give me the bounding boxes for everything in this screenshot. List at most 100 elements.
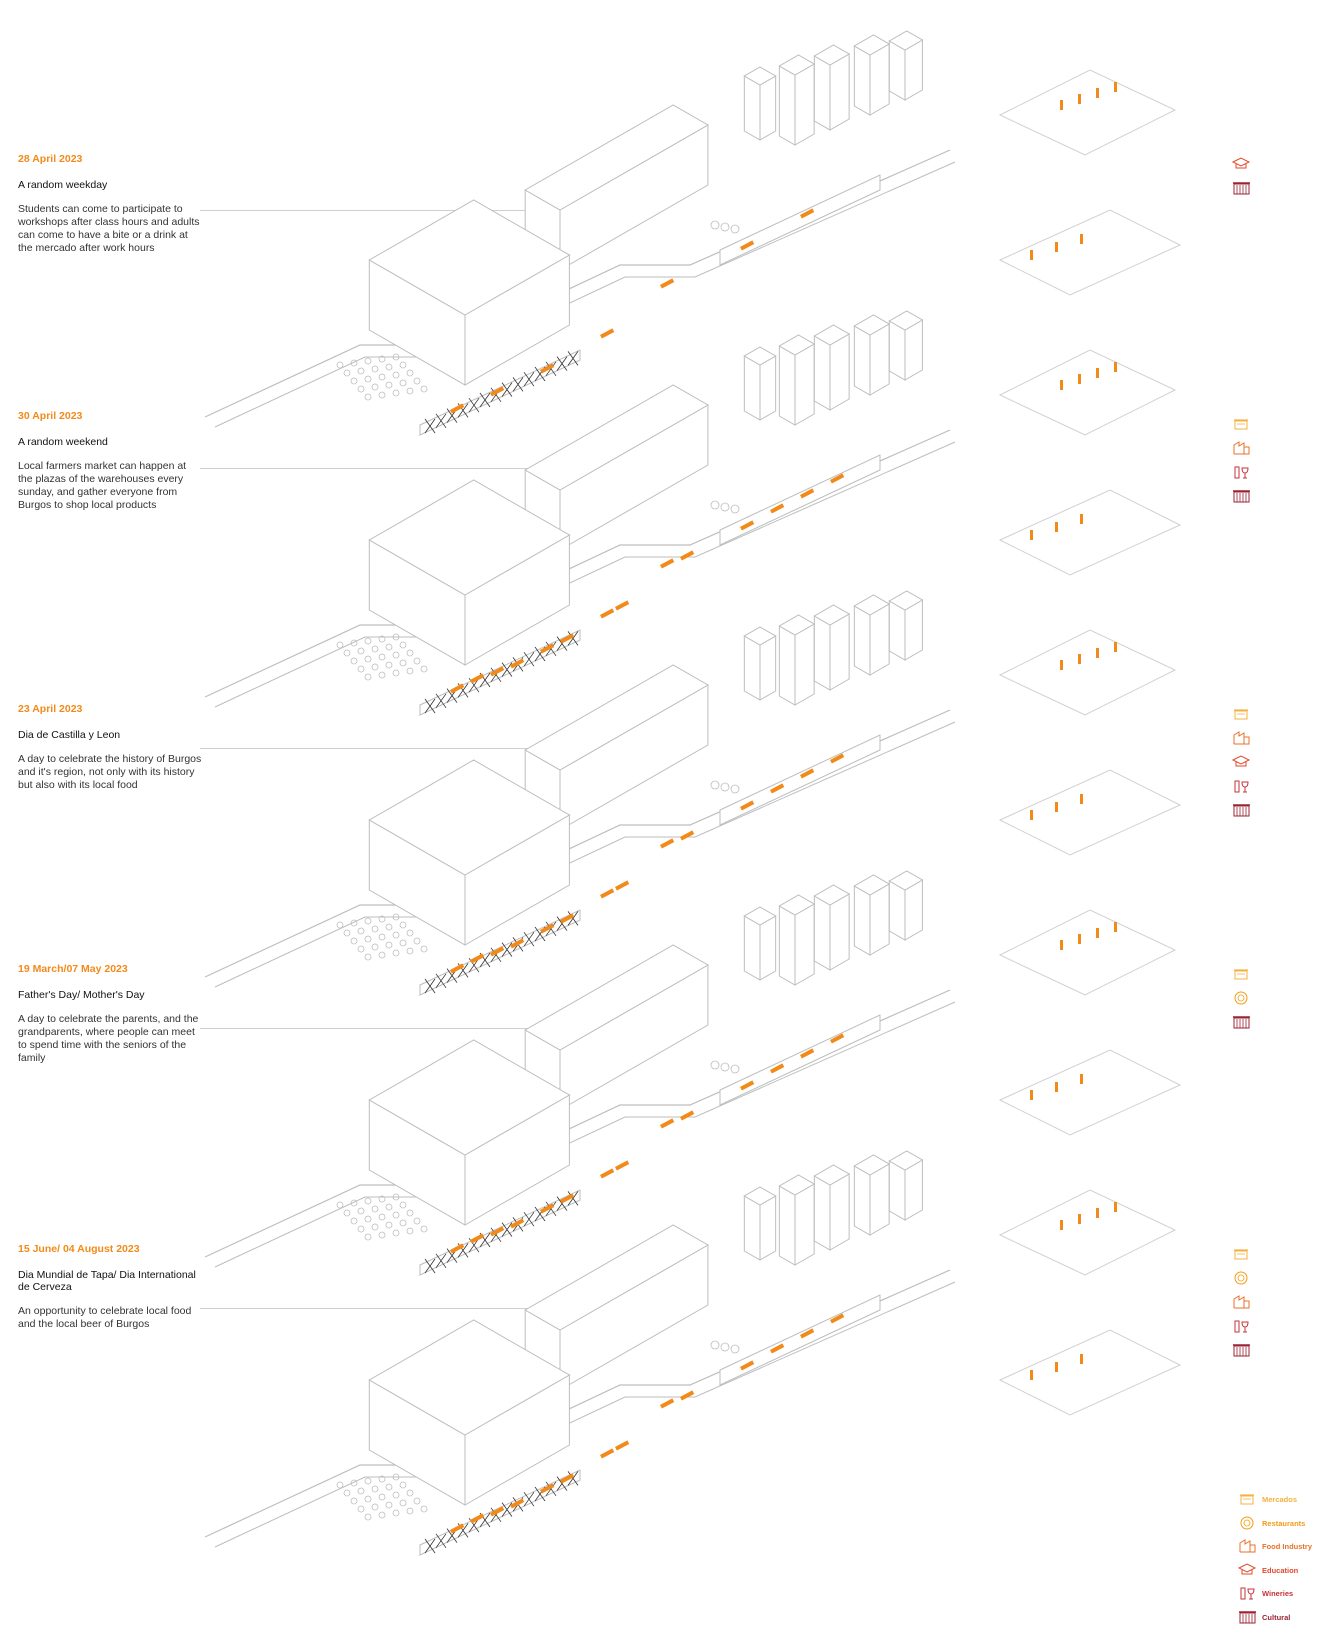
- cultural-icon: [1233, 804, 1250, 817]
- legend-label: Education: [1262, 1565, 1299, 1575]
- scenario-4-text: 19 March/07 May 2023 Father's Day/ Mothe…: [18, 963, 203, 1065]
- wineries-icon: [1234, 1320, 1249, 1333]
- large-block: [368, 1039, 571, 1226]
- scenario-3-text: 23 April 2023 Dia de Castilla y Leon A d…: [18, 703, 203, 792]
- scenario-date: 15 June/ 04 August 2023: [18, 1243, 140, 1255]
- tower-blocks: [743, 30, 924, 146]
- legend: Mercados Restaurants Food Industry Educa…: [1238, 1492, 1333, 1633]
- legend-label: Wineries: [1262, 1589, 1294, 1598]
- market-hall: [719, 454, 881, 546]
- leader-line: [200, 210, 590, 211]
- scenario-1-icon-column: [1231, 157, 1251, 195]
- scenario-5-icon-column: [1233, 1249, 1250, 1357]
- restaurants-icon: [1234, 1271, 1248, 1285]
- legend-item-restaurants: Restaurants: [1238, 1516, 1333, 1540]
- legend-label: Mercados: [1262, 1495, 1298, 1504]
- scenario-description: A day to celebrate the parents, and the …: [18, 1013, 199, 1064]
- scenario-1-text: 28 April 2023 A random weekday Students …: [18, 153, 203, 255]
- tower-blocks: [743, 870, 924, 986]
- wineries-icon: [1234, 466, 1249, 479]
- scenario-description: An opportunity to celebrate local food a…: [18, 1305, 192, 1330]
- leader-line: [200, 1308, 590, 1309]
- mercados-icon: [1234, 709, 1248, 720]
- legend-item-education: Education: [1238, 1562, 1333, 1587]
- mercados-icon: [1240, 1494, 1254, 1505]
- leader-line: [200, 1028, 590, 1029]
- large-block: [368, 759, 571, 946]
- plaza-grid: [336, 353, 428, 401]
- detail-vignette: [998, 909, 1182, 1136]
- cultural-icon: [1239, 1610, 1256, 1623]
- legend-label: Food Industry: [1262, 1542, 1312, 1551]
- scenario-2-axonometric: [204, 310, 1182, 716]
- food-industry-icon: [1239, 1539, 1256, 1553]
- scenario-description: A day to celebrate the history of Burgos…: [18, 753, 202, 791]
- activity-marks: [450, 753, 845, 974]
- plaza-grid: [336, 1193, 428, 1241]
- food-industry-icon: [1233, 731, 1250, 745]
- detail-vignette: [998, 349, 1182, 576]
- scenario-date: 19 March/07 May 2023: [18, 963, 128, 975]
- wineries-icon: [1234, 780, 1249, 793]
- plaza-grid: [336, 633, 428, 681]
- detail-vignette: [998, 629, 1182, 856]
- education-icon: [1231, 755, 1251, 767]
- cultural-icon: [1233, 182, 1250, 195]
- legend-item-mercados: Mercados: [1238, 1492, 1333, 1516]
- scenario-date: 23 April 2023: [18, 703, 83, 715]
- detail-vignette: [998, 1189, 1182, 1416]
- scenario-3-axonometric: [204, 590, 1182, 996]
- market-hall: [719, 1014, 881, 1106]
- large-block: [368, 199, 571, 386]
- activity-marks: [449, 473, 845, 694]
- tower-blocks: [743, 310, 924, 426]
- cultural-icon: [1233, 1016, 1250, 1029]
- plaza-grid: [336, 1473, 428, 1521]
- food-industry-icon: [1233, 441, 1250, 455]
- scenario-3-icon-column: [1231, 709, 1251, 817]
- scenario-2-text: 30 April 2023 A random weekend Local far…: [18, 410, 203, 512]
- scenario-description: Students can come to participate to work…: [18, 203, 200, 254]
- scenario-5-text: 15 June/ 04 August 2023 Dia Mundial de T…: [18, 1243, 203, 1331]
- scenario-title: A random weekend: [18, 436, 108, 448]
- scenario-date: 30 April 2023: [18, 410, 83, 422]
- mercados-icon: [1234, 969, 1248, 980]
- activity-marks: [450, 208, 815, 414]
- scenario-title: Dia Mundial de Tapa/ Dia International d…: [18, 1269, 196, 1293]
- market-hall: [719, 1294, 881, 1386]
- scenario-2-icon-column: [1233, 419, 1250, 503]
- cultural-icon: [1233, 490, 1250, 503]
- scenario-5-axonometric: [204, 1150, 1182, 1556]
- food-industry-icon: [1233, 1295, 1250, 1309]
- restaurants-icon: [1240, 1516, 1254, 1529]
- slab-building: [524, 944, 709, 1111]
- wineries-icon: [1240, 1587, 1255, 1600]
- scenario-title: Father's Day/ Mother's Day: [18, 989, 145, 1001]
- scenario-1-axonometric: [204, 30, 1182, 436]
- leader-line: [200, 748, 590, 749]
- education-icon: [1231, 157, 1251, 169]
- scenario-4-axonometric: [204, 870, 1182, 1276]
- mercados-icon: [1234, 1249, 1248, 1260]
- warehouse-strip: [419, 629, 581, 716]
- plaza-grid: [336, 913, 428, 961]
- large-block: [368, 479, 571, 666]
- scenario-description: Local farmers market can happen at the p…: [18, 460, 187, 511]
- detail-vignette: [998, 69, 1182, 296]
- scenario-date: 28 April 2023: [18, 153, 83, 165]
- slab-building: [524, 384, 709, 551]
- legend-item-food-industry: Food Industry: [1238, 1539, 1333, 1563]
- restaurants-icon: [1234, 991, 1248, 1005]
- legend-label: Cultural: [1262, 1612, 1291, 1622]
- scenario-4-icon-column: [1233, 969, 1250, 1029]
- scenario-title: A random weekday: [18, 179, 108, 191]
- tower-blocks: [743, 1150, 924, 1266]
- mercados-icon: [1234, 419, 1248, 430]
- market-hall: [719, 734, 881, 826]
- warehouse-strip: [419, 1189, 581, 1276]
- education-icon: [1238, 1562, 1257, 1574]
- large-block: [368, 1319, 571, 1506]
- market-hall: [719, 174, 881, 266]
- cultural-icon: [1233, 1344, 1250, 1357]
